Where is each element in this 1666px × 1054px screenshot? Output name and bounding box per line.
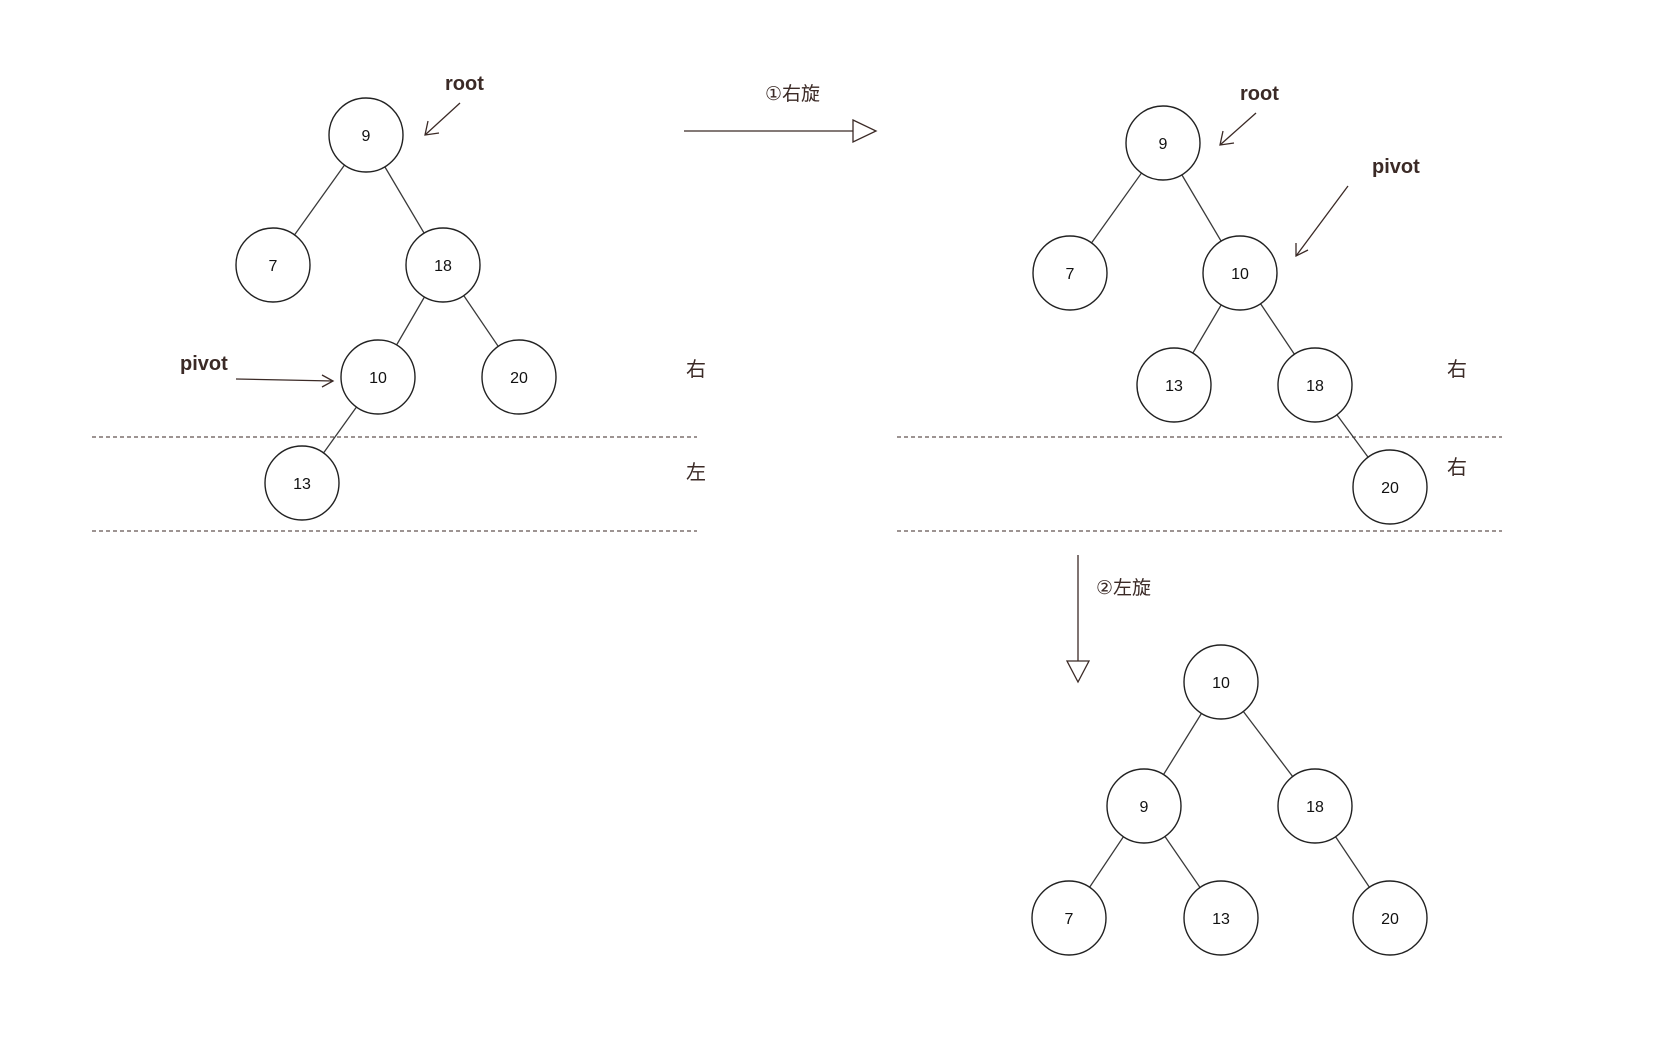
tree-node: 20 <box>481 339 557 415</box>
node-value: 10 <box>1212 675 1230 692</box>
tree-node: 20 <box>1352 880 1428 956</box>
tree-node: 13 <box>1183 880 1259 956</box>
node-value: 9 <box>362 128 371 145</box>
level-label-left: 左 <box>686 460 706 484</box>
node-value: 20 <box>1381 480 1399 497</box>
node-circle <box>1106 768 1182 844</box>
node-value: 9 <box>1159 136 1168 153</box>
node-circle <box>1277 768 1353 844</box>
root-label: root <box>1240 83 1279 105</box>
tree-node: 7 <box>235 227 311 303</box>
tree-node: 9 <box>1106 768 1182 844</box>
node-circle <box>405 227 481 303</box>
node-circle <box>1136 347 1212 423</box>
level-label-right: 右 <box>1447 455 1467 479</box>
tree-node: 9 <box>1125 105 1201 181</box>
level-dividers <box>92 436 1502 532</box>
tree-node: 18 <box>405 227 481 303</box>
root-arrow-icon <box>424 102 461 136</box>
tree-node: 18 <box>1277 347 1353 423</box>
tree-nodes: 9 7 18 10 20 13 9 7 10 13 18 20 10 9 18 7 13 20 <box>235 97 1428 956</box>
tree-node: 20 <box>1352 449 1428 525</box>
node-value: 18 <box>1306 378 1324 395</box>
tree-node: 13 <box>1136 347 1212 423</box>
node-circle <box>340 339 416 415</box>
pivot-arrow-icon <box>235 378 334 382</box>
node-circle <box>1352 449 1428 525</box>
step-label-left-rotation: ②左旋 <box>1096 577 1151 599</box>
node-circle <box>235 227 311 303</box>
node-circle <box>1125 105 1201 181</box>
tree-node: 13 <box>264 445 340 521</box>
node-circle <box>1032 235 1108 311</box>
node-circle <box>1031 880 1107 956</box>
tree-node: 7 <box>1031 880 1107 956</box>
step-arrow-right-rotation: ①右旋 <box>684 83 878 144</box>
level-label-right: 右 <box>1447 357 1467 381</box>
tree-node: 10 <box>340 339 416 415</box>
root-pointer-rotated: root <box>1219 83 1279 146</box>
node-value: 7 <box>1065 911 1074 928</box>
node-value: 20 <box>510 370 528 387</box>
pivot-label: pivot <box>180 353 228 375</box>
tree-node: 7 <box>1032 235 1108 311</box>
pivot-label: pivot <box>1372 156 1420 178</box>
node-circle <box>1277 347 1353 423</box>
step-arrow-left-rotation: ②左旋 <box>1065 555 1151 684</box>
pivot-pointer-rotated: pivot <box>1295 156 1420 258</box>
node-value: 18 <box>434 258 452 275</box>
root-label: root <box>445 73 484 95</box>
node-value: 7 <box>269 258 278 275</box>
node-value: 18 <box>1306 799 1324 816</box>
node-value: 13 <box>1165 378 1183 395</box>
level-label-right: 右 <box>686 357 706 381</box>
node-value: 20 <box>1381 911 1399 928</box>
node-circle <box>328 97 404 173</box>
node-value: 10 <box>1231 266 1249 283</box>
tree-node: 18 <box>1277 768 1353 844</box>
node-value: 13 <box>293 476 311 493</box>
tree-node: 10 <box>1183 644 1259 720</box>
node-circle <box>481 339 557 415</box>
node-circle <box>1202 235 1278 311</box>
node-circle <box>1183 880 1259 956</box>
node-value: 10 <box>369 370 387 387</box>
node-circle <box>264 445 340 521</box>
tree-node: 9 <box>328 97 404 173</box>
node-value: 7 <box>1066 266 1075 283</box>
node-circle <box>1183 644 1259 720</box>
node-value: 13 <box>1212 911 1230 928</box>
tree-node: 10 <box>1202 235 1278 311</box>
node-circle <box>1352 880 1428 956</box>
pivot-pointer-initial: pivot <box>180 353 335 388</box>
step-label-right-rotation: ①右旋 <box>765 83 820 105</box>
root-arrow-icon <box>1219 112 1257 146</box>
root-pointer-initial: root <box>424 73 484 136</box>
pivot-arrow-icon <box>1295 185 1349 257</box>
node-value: 9 <box>1140 799 1149 816</box>
level-labels: 右 左 右 右 <box>686 357 1467 484</box>
